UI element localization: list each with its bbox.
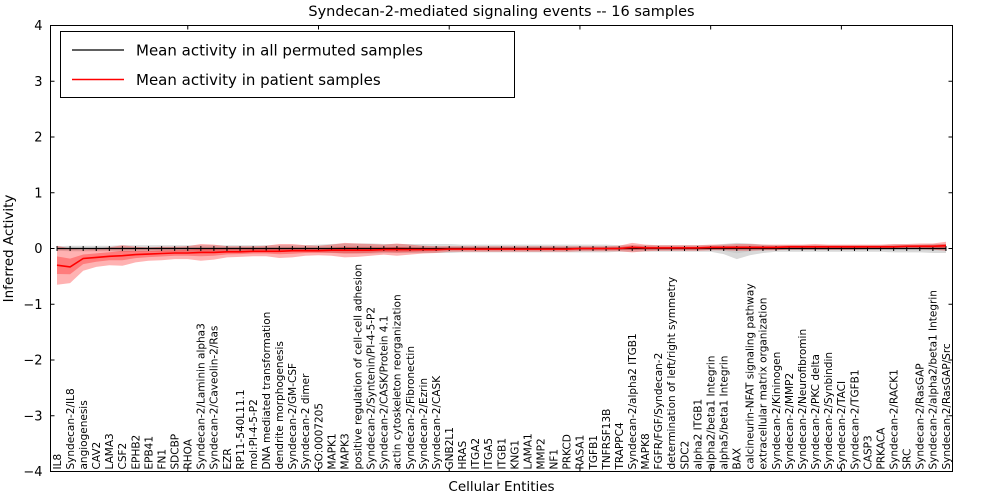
x-category-label: mol:PI-4-5-P2 — [248, 399, 260, 469]
x-category-label: CSF2 — [117, 443, 129, 470]
x-category-label: PRKCD — [562, 434, 574, 469]
x-category-label: LAMA1 — [522, 433, 534, 469]
x-category-label: RASA1 — [575, 435, 587, 470]
x-category-label: MMP2 — [536, 438, 548, 469]
legend: Mean activity in all permuted samplesMea… — [60, 31, 515, 98]
band-outer — [57, 241, 946, 285]
x-category-label: Syndecan-2/RasGAP — [915, 363, 927, 469]
x-category-label: CASP3 — [862, 435, 874, 469]
x-category-label: BAX — [732, 448, 744, 470]
y-tick-label: −4 — [23, 465, 42, 480]
x-category-label: SDC2 — [679, 441, 691, 470]
legend-label: Mean activity in patient samples — [136, 71, 381, 89]
legend-box — [60, 31, 515, 98]
x-category-label: ITGA2 — [470, 438, 482, 470]
y-tick-label: 0 — [34, 242, 42, 257]
y-tick-labels: 4 3 2 1 0 −1 −2 −3 −4 — [23, 19, 42, 480]
x-category-label: EPHB2 — [130, 435, 142, 470]
axis-ticks — [50, 25, 953, 472]
x-category-label: dendrite morphogenesis — [274, 341, 286, 469]
x-category-label: calcineurin-NFAT signaling pathway — [745, 283, 757, 469]
y-tick-label: 2 — [34, 131, 42, 146]
x-category-label: MAPK3 — [339, 433, 351, 469]
x-category-label: TNFRSF13B — [601, 409, 613, 471]
x-category-label: IL8 — [52, 454, 64, 470]
x-category-label: HRAS — [457, 441, 469, 470]
legend-label: Mean activity in all permuted samples — [136, 42, 423, 60]
x-category-label: Syndecan-2/GM-CSF — [287, 363, 299, 470]
x-category-label: Syndecan-2/PKC delta — [810, 354, 822, 469]
x-category-label: GNB2L1 — [444, 427, 456, 469]
x-category-label: Syndecan-2/Neurofibromin — [797, 329, 809, 470]
x-category-label: RP11-540L11.1 — [235, 389, 247, 469]
x-category-label: Syndecan-2/Synbindin — [823, 352, 835, 470]
x-category-label: Syndecan-2/Ezrin — [418, 378, 430, 470]
x-category-label: determination of left/right symmetry — [666, 277, 678, 470]
x-category-label: angiogenesis — [78, 400, 90, 469]
x-category-label: Syndecan-2 dimer — [300, 373, 312, 470]
x-category-label: Syndecan-2/RasGAP/Src — [941, 343, 953, 469]
x-category-label: Syndecan-2/TGFB1 — [849, 369, 861, 469]
y-axis-label: Inferred Activity — [1, 195, 17, 303]
x-category-label: Syndecan-2/Caveolin-2/Ras — [209, 326, 221, 470]
x-category-label: NF1 — [549, 449, 561, 470]
x-axis-label: Cellular Entities — [448, 479, 554, 495]
x-category-label: RHOA — [183, 438, 195, 469]
x-category-label: TGFB1 — [588, 435, 600, 470]
x-category-label: alpha2/beta1 Integrin — [706, 356, 718, 470]
x-category-label: EPB41 — [143, 436, 155, 470]
x-category-label: KNG1 — [509, 440, 521, 470]
x-category-label: Syndecan-2/alpha2 ITGB1 — [627, 333, 639, 469]
x-category-label: CAV2 — [91, 442, 103, 470]
x-category-label: Syndecan-2/alpha2/beta1 Integrin — [928, 290, 940, 469]
x-category-label: PRKACA — [875, 427, 887, 470]
x-category-label: Syndecan-2/Syntenin/PI-4-5-P2 — [366, 307, 378, 470]
x-category-label: TRAPPC4 — [614, 422, 626, 470]
y-tick-label: 1 — [34, 186, 42, 201]
x-category-label: Syndecan-2/Kininogen — [771, 352, 783, 470]
y-tick-label: −1 — [23, 298, 42, 313]
x-category-label: alpha2 ITGB1 — [692, 399, 704, 470]
x-category-label: SRC — [902, 449, 914, 470]
legend-entry-permuted: Mean activity in all permuted samples — [72, 42, 423, 60]
x-category-label: Syndecan-2/RACK1 — [889, 369, 901, 469]
x-category-label: LAMA3 — [104, 433, 116, 469]
x-category-label: alpha5/beta1 Integrin — [719, 356, 731, 470]
x-category-label: Syndecan-2/Fibronectin — [405, 346, 417, 469]
permuted-point-markers — [56, 246, 947, 251]
y-tick-label: 3 — [34, 75, 42, 90]
x-category-label: GO:0007205 — [313, 403, 325, 470]
x-category-label: FGFR/FGF/Syndecan-2 — [653, 353, 665, 470]
x-category-label: Syndecan-2/MMP2 — [784, 373, 796, 470]
x-category-label: EZR — [222, 448, 234, 469]
x-category-label: Syndecan-2/Laminin alpha3 — [196, 323, 208, 469]
x-category-label: Syndecan-2/TACI — [836, 381, 848, 470]
x-category-label: DNA mediated transformation — [261, 312, 273, 470]
x-category-label: actin cytoskeleton reorganization — [392, 294, 404, 469]
x-category-label: Syndecan-2/CASK/Protein 4.1 — [379, 316, 391, 470]
x-category-label: ITGA5 — [483, 438, 495, 470]
x-category-label: SDCBP — [170, 434, 182, 470]
y-tick-label: −3 — [23, 409, 42, 424]
y-tick-label: −2 — [23, 354, 42, 369]
x-category-label: FN1 — [156, 449, 168, 470]
patient-mean-path — [56, 244, 947, 268]
y-tick-label: 4 — [34, 19, 42, 34]
x-category-label: MAPK8 — [640, 433, 652, 469]
legend-entry-patient: Mean activity in patient samples — [72, 71, 381, 89]
x-category-label: Syndecan-2/CASK — [431, 375, 443, 470]
x-category-label: ITGB1 — [496, 438, 508, 470]
x-category-label: MAPK1 — [326, 433, 338, 469]
x-category-label: Syndecan-2/IL8 — [65, 388, 77, 469]
chart-title: Syndecan-2-mediated signaling events -- … — [308, 4, 694, 20]
x-category-label: extracellular matrix organization — [758, 298, 770, 470]
x-category-label: positive regulation of cell-cell adhesio… — [353, 264, 365, 470]
